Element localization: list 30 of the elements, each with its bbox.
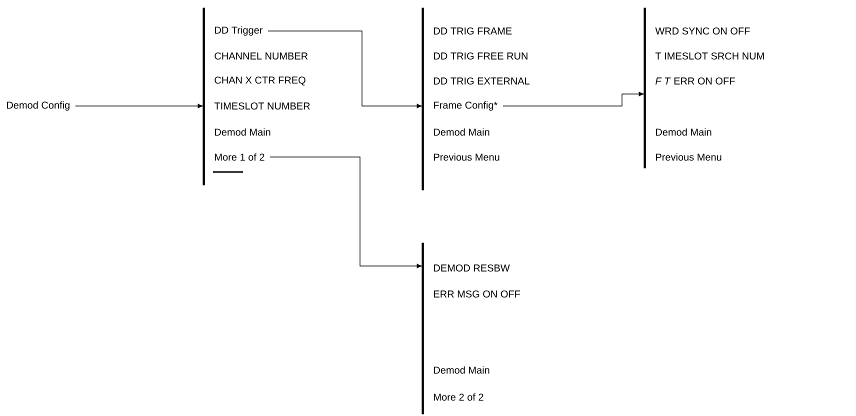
arrow	[74, 104, 203, 108]
menu-bar	[202, 8, 205, 186]
softkey-label: More 1 of 2	[215, 153, 264, 161]
softkey-label: F T ERR ON OFF	[656, 77, 735, 85]
softkey-label: DD TRIG FREE RUN	[434, 52, 528, 60]
menu-bar	[422, 242, 424, 414]
softkey-label: Demod Main	[434, 366, 490, 374]
softkey-label: T IMESLOT SRCH NUM	[655, 52, 764, 60]
softkey-label: CHANNEL NUMBER	[214, 52, 308, 60]
arrow	[502, 92, 644, 106]
menu-label: Demod Config	[7, 101, 70, 111]
softkey-label: DEMOD RESBW	[434, 264, 510, 272]
softkey-label: DD TRIG EXTERNAL	[434, 77, 530, 85]
softkey-label: TIMESLOT NUMBER	[214, 102, 310, 110]
menu-bar	[644, 8, 646, 168]
softkey-label: More 2 of 2	[434, 393, 484, 401]
softkey-label: Demod Main	[656, 128, 712, 136]
softkey-label: DD TRIG FRAME	[434, 27, 512, 35]
softkey-label: DD Trigger	[215, 26, 263, 36]
softkey-label: CHAN X CTR FREQ	[214, 76, 306, 86]
softkey-label: ERR MSG ON OFF	[434, 290, 520, 298]
softkey-label: Previous Menu	[434, 153, 500, 161]
softkey-label: Frame Config*	[434, 101, 498, 111]
arrow	[268, 30, 422, 108]
menu-bar	[422, 8, 424, 190]
softkey-label: Demod Main	[434, 128, 490, 136]
softkey-label: Demod Main	[215, 128, 270, 136]
softkey-label: WRD SYNC ON OFF	[655, 27, 750, 35]
arrow	[270, 156, 422, 268]
softkey-label: Previous Menu	[656, 153, 722, 161]
